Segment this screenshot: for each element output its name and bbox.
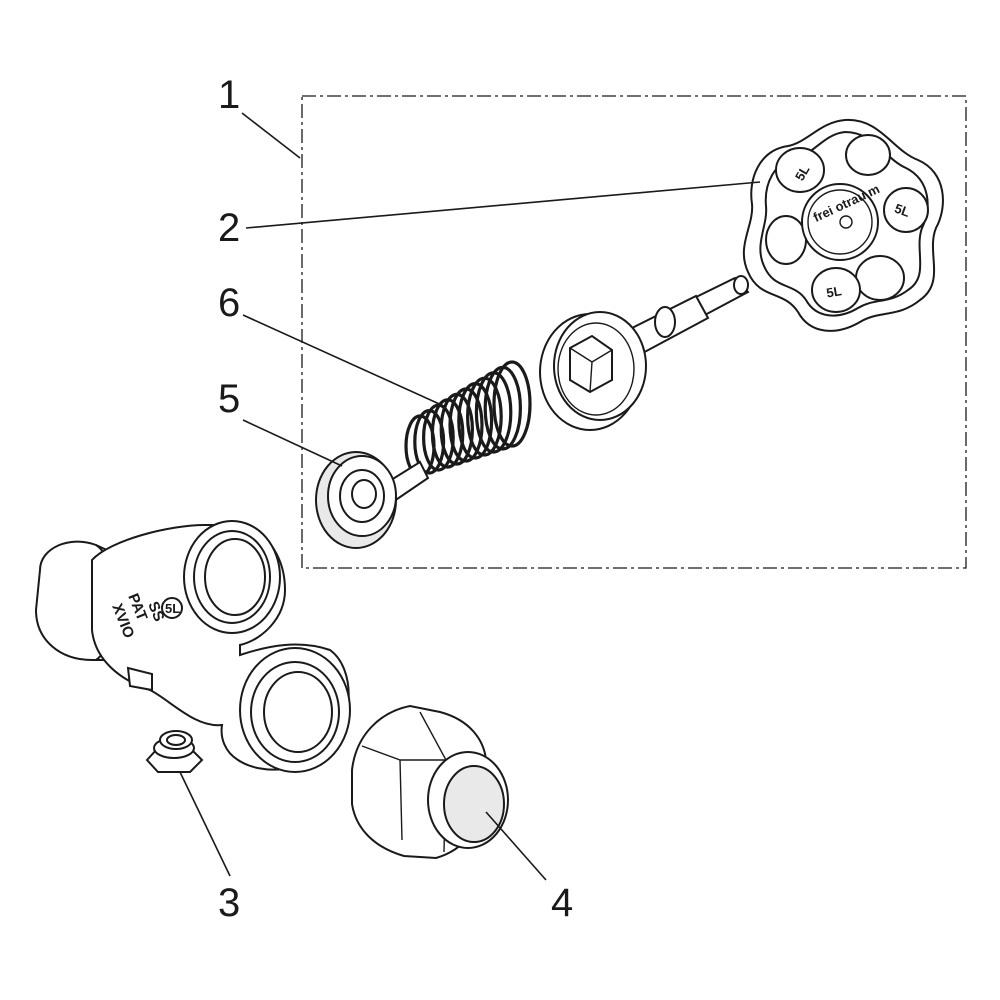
body-outlet-port-inner xyxy=(250,661,340,763)
body-stamp-line3: SS xyxy=(144,599,167,624)
bonnet-disc-ring xyxy=(557,322,635,416)
handwheel: 5L 5L 5L frei otrau m xyxy=(742,118,944,332)
body-drain-boss xyxy=(126,666,153,692)
spoke-window-1 xyxy=(775,147,825,193)
body-top-port-bore xyxy=(204,538,266,616)
logo-mark-2: 5L xyxy=(893,201,912,220)
drain-plug xyxy=(145,730,204,773)
union-nut xyxy=(351,704,509,860)
spring-coil xyxy=(492,360,532,448)
spindle-collar xyxy=(654,306,676,338)
union-tail-bore xyxy=(443,765,505,843)
handwheel-hub-ring xyxy=(807,189,873,255)
body-top-port-inner xyxy=(193,530,271,624)
body-logo-mark: 5L xyxy=(165,601,180,616)
leader-6 xyxy=(242,314,447,408)
callout-2: 2 xyxy=(218,206,240,250)
spoke-window-5 xyxy=(811,267,861,313)
bonnet-hex-edges xyxy=(569,347,613,393)
body-logo xyxy=(161,597,183,619)
callout-1: 1 xyxy=(218,73,240,117)
drain-plug-top xyxy=(159,730,193,750)
logo-mark-1: 5L xyxy=(792,163,813,184)
valve-disc-center xyxy=(351,479,377,509)
drain-plug-socket xyxy=(166,734,186,746)
body-outlet-port-bore xyxy=(263,671,333,753)
spoke-window-2 xyxy=(845,134,891,176)
valve-disc xyxy=(315,451,430,549)
leader-4 xyxy=(485,811,547,881)
logo-mark-3: 5L xyxy=(825,283,843,300)
callout-4: 4 xyxy=(551,881,573,925)
callout-6: 6 xyxy=(218,281,240,325)
spoke-window-6 xyxy=(765,215,807,265)
leader-1 xyxy=(241,112,301,159)
callout-5: 5 xyxy=(218,377,240,421)
hub-center-mark xyxy=(839,215,853,229)
callout-3: 3 xyxy=(218,881,240,925)
bonnet-hex xyxy=(569,334,613,394)
leader-5 xyxy=(242,419,343,467)
spoke-window-3 xyxy=(883,187,929,233)
valve-disc-inner xyxy=(339,469,385,523)
assembly-group-box xyxy=(301,95,967,569)
spindle-tip xyxy=(733,275,749,295)
handwheel-rim-inner xyxy=(759,130,929,317)
spoke-window-4 xyxy=(855,255,905,301)
spring xyxy=(404,360,532,478)
valve-body: 5L PAT XVIO SS xyxy=(34,520,351,773)
spindle-assembly xyxy=(539,275,750,431)
leader-3 xyxy=(179,771,231,877)
leader-2 xyxy=(245,181,761,229)
